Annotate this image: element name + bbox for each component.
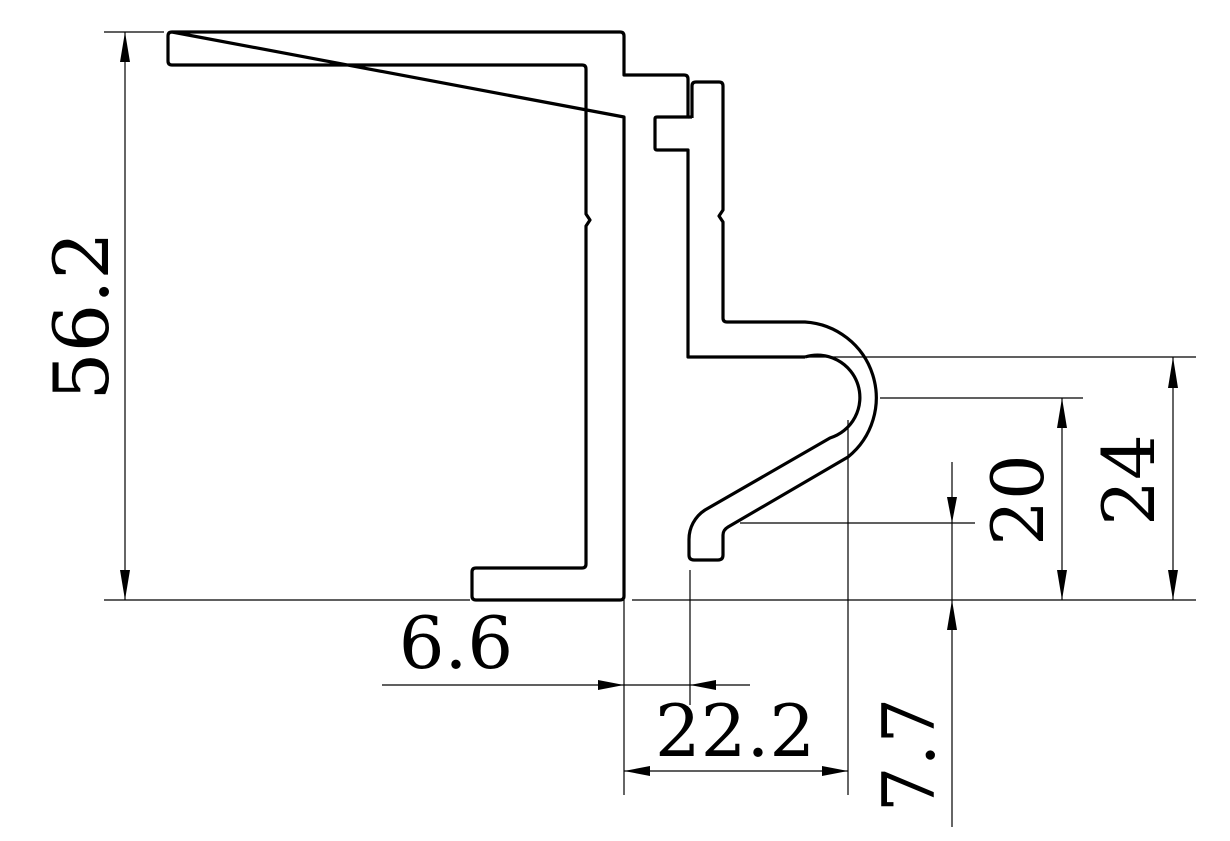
dim-label-24: 24 — [1087, 434, 1171, 526]
dimension-overall-height: 56.2 — [37, 31, 470, 601]
dimension-hook-width: 22.2 — [624, 420, 849, 795]
dim-label-6-6: 6.6 — [399, 601, 514, 685]
dimension-hook-offset: 7.7 — [740, 462, 975, 827]
dim-label-20: 20 — [976, 454, 1060, 546]
dimension-hook-outer-height: 24 — [805, 356, 1196, 600]
dim-label-22-2: 22.2 — [655, 689, 815, 773]
dimension-flange-offset: 6.6 — [382, 570, 750, 795]
dim-label-56-2: 56.2 — [37, 231, 126, 400]
left-channel-profile — [166, 30, 805, 602]
dim-label-7-7: 7.7 — [867, 698, 951, 813]
dimension-hook-inner-height: 20 — [880, 397, 1083, 600]
